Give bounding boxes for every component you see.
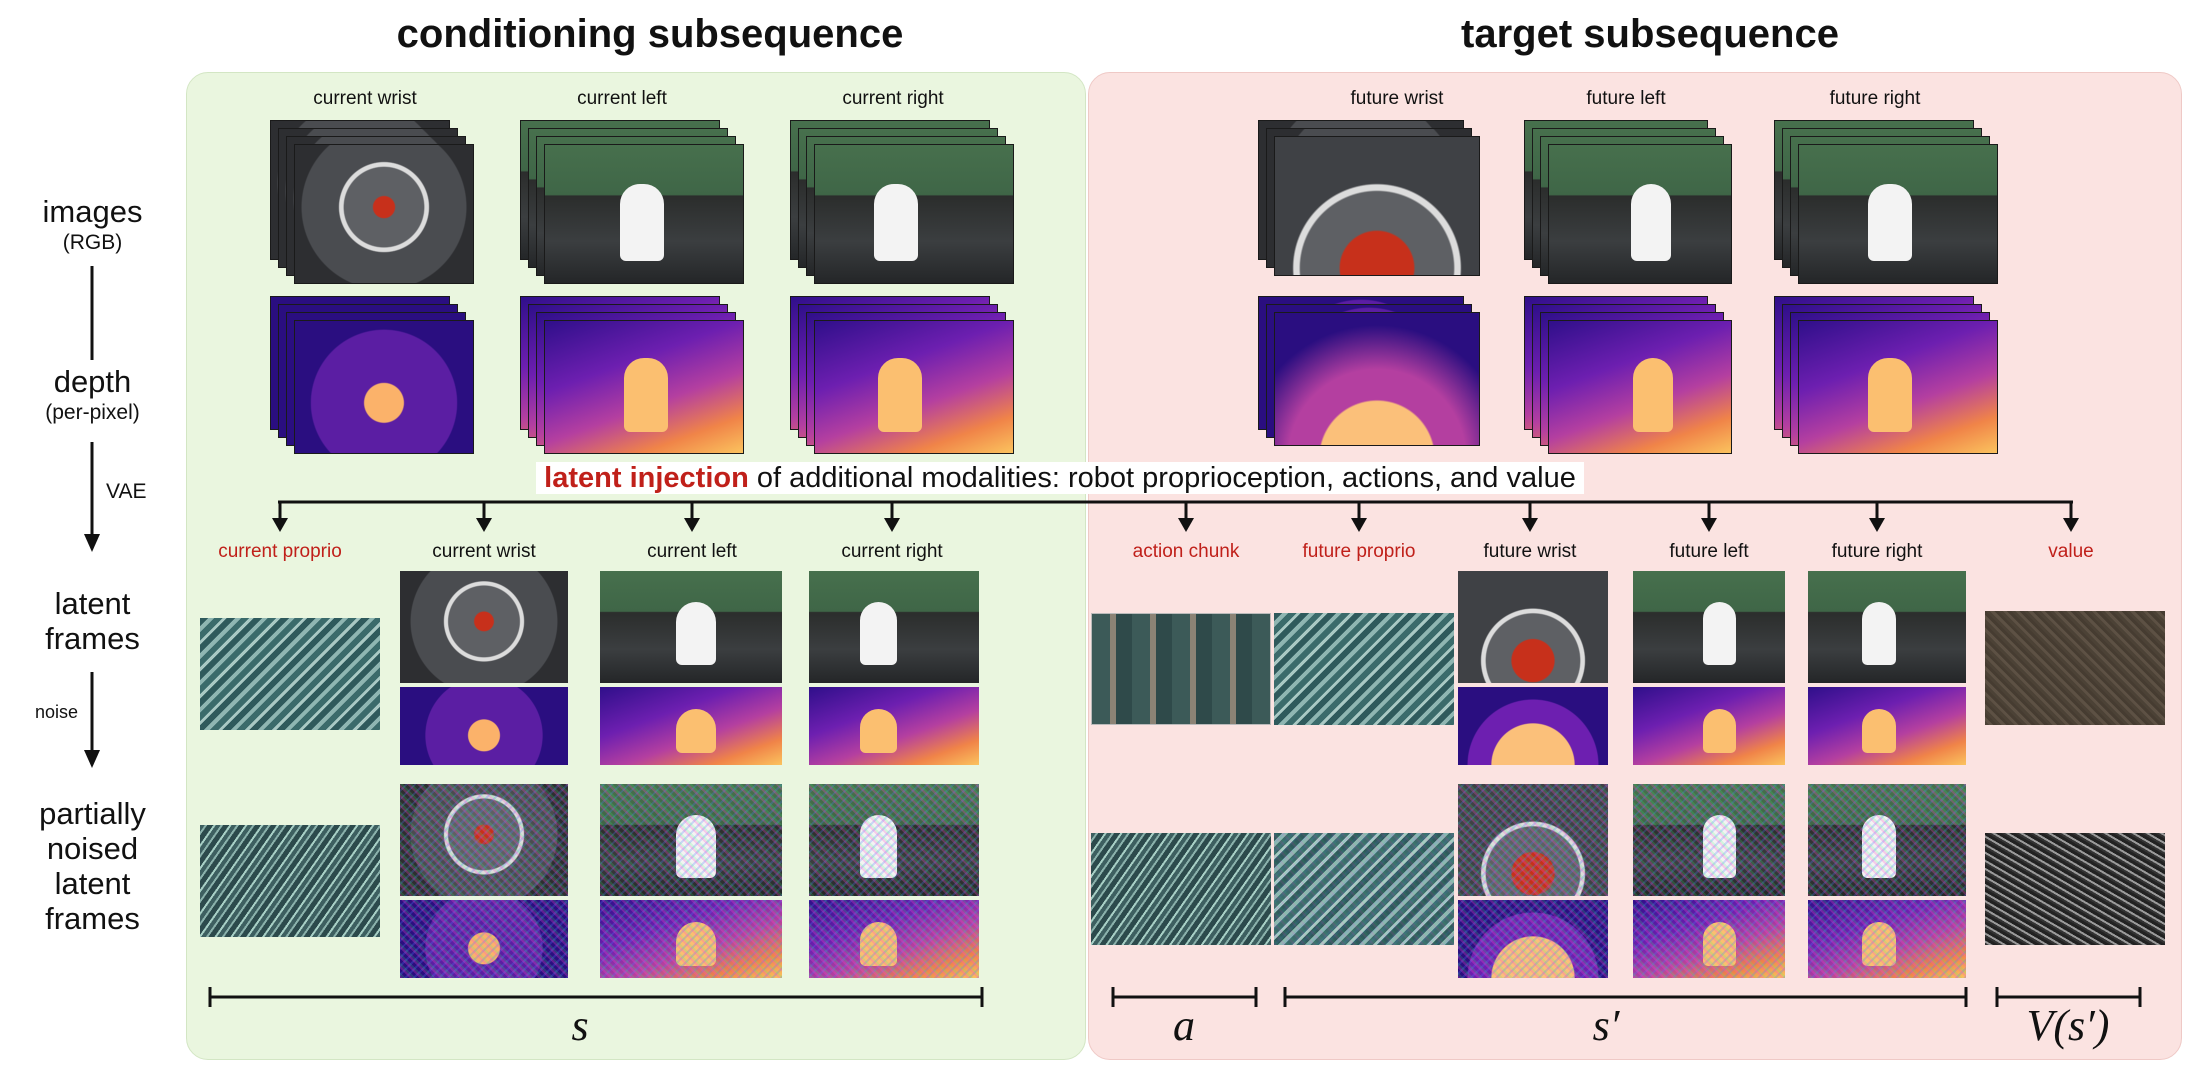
- label-future-left-image: future left: [1586, 88, 1666, 109]
- injection-caption: latent injection of additional modalitie…: [0, 462, 2200, 495]
- label-current-wrist-image: current wrist: [313, 88, 417, 109]
- noise-label: noise: [35, 702, 79, 722]
- current-wrist-rgb-stack: [270, 120, 476, 286]
- noised-current-wrist-rgb: [400, 784, 568, 896]
- latent-current-wrist-rgb: [400, 571, 568, 683]
- label-current-left-image: current left: [577, 88, 667, 109]
- noised-current-left-depth: [600, 900, 782, 978]
- future-left-depth-stack: [1524, 296, 1734, 456]
- target-heading: target subsequence: [1461, 12, 1839, 56]
- current-left-rgb-stack: [520, 120, 746, 286]
- latent-action-chunk: [1091, 613, 1271, 725]
- latent-label-future-left: future left: [1669, 541, 1749, 562]
- noised-future-left-depth: [1633, 900, 1785, 978]
- future-left-rgb-stack: [1524, 120, 1734, 286]
- latent-label-current-wrist: current wrist: [432, 541, 536, 562]
- symbol-s-prime: s′: [1592, 1001, 1620, 1050]
- noised-current-proprio: [200, 825, 380, 937]
- symbol-a: a: [1173, 1001, 1195, 1050]
- symbol-value: V(s′): [2026, 1001, 2110, 1050]
- future-wrist-depth-stack: [1258, 296, 1490, 456]
- latent-future-right-depth: [1808, 687, 1966, 765]
- label-current-right-image: current right: [842, 88, 944, 109]
- conditioning-heading: conditioning subsequence: [396, 12, 904, 56]
- latent-current-wrist-depth: [400, 687, 568, 765]
- latent-current-proprio: [200, 618, 380, 730]
- latent-label-current-proprio: current proprio: [218, 541, 342, 562]
- label-future-wrist-image: future wrist: [1350, 88, 1444, 109]
- latent-future-wrist-rgb: [1458, 571, 1608, 683]
- pipeline-arrows: [84, 266, 100, 768]
- latent-current-right-depth: [809, 687, 979, 765]
- latent-future-proprio: [1274, 613, 1454, 725]
- noised-current-left-rgb: [600, 784, 782, 896]
- latent-future-wrist-depth: [1458, 687, 1608, 765]
- noised-future-proprio: [1274, 833, 1454, 945]
- noised-action-chunk: [1091, 833, 1271, 945]
- injection-arrows: [272, 500, 2079, 532]
- latent-label-value: value: [2048, 541, 2094, 562]
- noised-current-right-depth: [809, 900, 979, 978]
- symbol-s: s: [571, 1001, 589, 1050]
- latent-label-future-proprio: future proprio: [1302, 541, 1416, 562]
- latent-label-current-right: current right: [841, 541, 943, 562]
- subsequence-brackets: [208, 987, 2142, 1007]
- vae-label: VAE: [106, 480, 147, 503]
- latent-future-left-rgb: [1633, 571, 1785, 683]
- noised-future-wrist-depth: [1458, 900, 1608, 978]
- images-label: images (RGB): [42, 194, 143, 254]
- latent-current-left-rgb: [600, 571, 782, 683]
- future-wrist-rgb-stack: [1258, 120, 1490, 286]
- depth-label: depth (per-pixel): [45, 364, 140, 424]
- current-right-rgb-stack: [790, 120, 1016, 286]
- noised-current-right-rgb: [809, 784, 979, 896]
- latent-label-future-wrist: future wrist: [1483, 541, 1577, 562]
- noised-future-right-rgb: [1808, 784, 1966, 896]
- latent-current-right-rgb: [809, 571, 979, 683]
- latent-future-right-rgb: [1808, 571, 1966, 683]
- latent-future-left-depth: [1633, 687, 1785, 765]
- noised-future-left-rgb: [1633, 784, 1785, 896]
- latent-label-current-left: current left: [647, 541, 737, 562]
- current-wrist-depth-stack: [270, 296, 476, 456]
- noised-future-right-depth: [1808, 900, 1966, 978]
- noised-future-wrist-rgb: [1458, 784, 1608, 896]
- latent-label-future-right: future right: [1831, 541, 1923, 562]
- latent-value: [1985, 611, 2165, 725]
- future-right-depth-stack: [1774, 296, 2000, 456]
- noised-value: [1985, 833, 2165, 945]
- future-right-rgb-stack: [1774, 120, 2000, 286]
- latent-frames-label: latent frames: [45, 586, 140, 656]
- noised-current-wrist-depth: [400, 900, 568, 978]
- current-left-depth-stack: [520, 296, 746, 456]
- label-future-right-image: future right: [1829, 88, 1921, 109]
- current-right-depth-stack: [790, 296, 1016, 456]
- latent-label-action-chunk: action chunk: [1132, 541, 1240, 562]
- latent-current-left-depth: [600, 687, 782, 765]
- partially-noised-label: partially noised latent frames: [39, 796, 146, 936]
